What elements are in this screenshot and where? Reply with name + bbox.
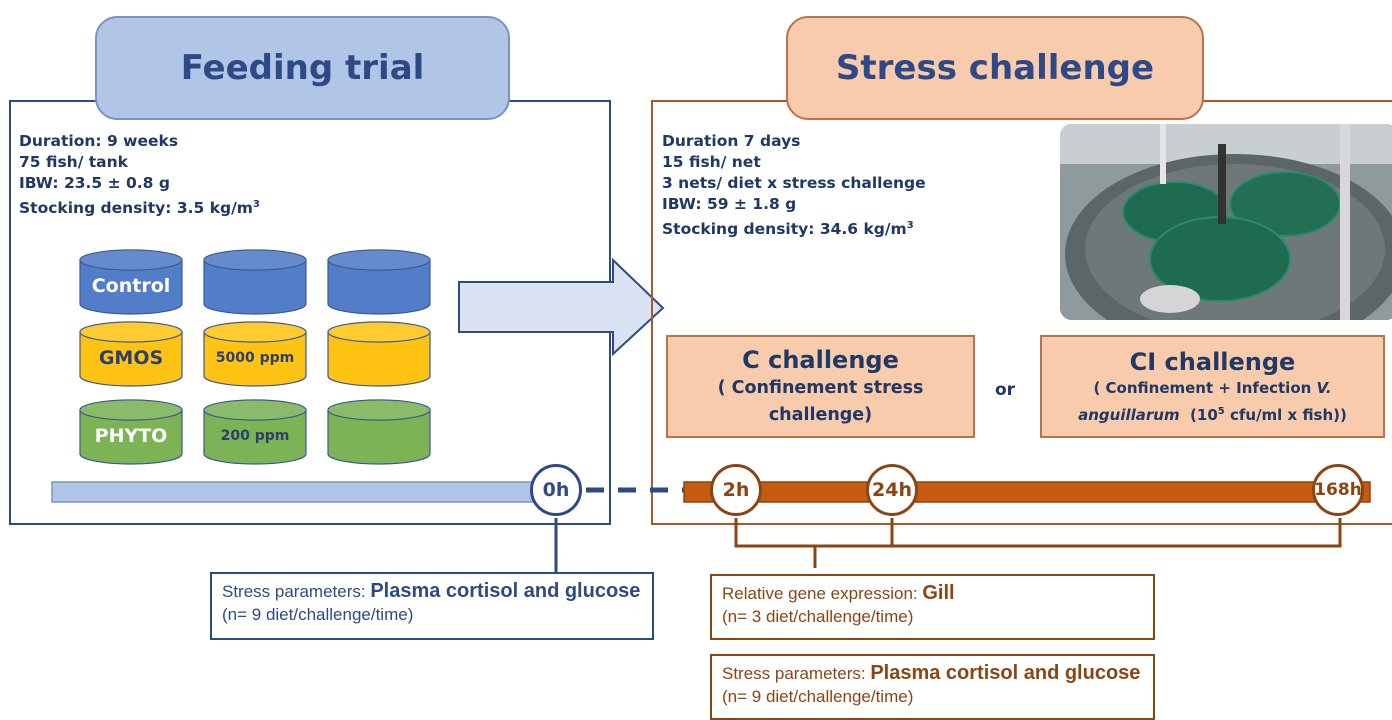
right-arrow-icon [458,258,665,357]
stress-challenge-header: Stress challenge [786,16,1204,120]
tank-0-1 [202,248,308,315]
tank-0-0: Control [78,248,184,315]
ci-challenge-title: CI challenge [1129,347,1296,376]
tank-2-2 [326,398,432,465]
ci-challenge-box: CI challenge ( Confinement + Infection V… [1040,335,1385,438]
or-label: or [995,380,1016,400]
tank-label: PHYTO [94,425,168,447]
feeding-ibw: IBW: 23.5 ± 0.8 g [19,174,170,192]
timepoint-24h: 24h [866,464,918,516]
feeding-fish-per-tank: 75 fish/ tank [19,153,128,171]
tank-1-1: 5000 ppm [202,320,308,387]
feeding-duration: Duration: 9 weeks [19,132,179,150]
c-challenge-box: C challenge ( Confinement stress challen… [666,335,975,438]
tank-label: GMOS [98,347,164,369]
ci-challenge-line2: anguillarum (105 cfu/ml x fish)) [1078,405,1347,424]
feeding-trial-title: Feeding trial [180,48,425,88]
tank-0-2 [326,248,432,315]
tank-2-0: PHYTO [78,398,184,465]
timepoint-0h: 0h [530,464,582,516]
feeding-trial-header: Feeding trial [95,16,510,120]
stress-duration: Duration 7 days [662,132,801,150]
tank-1-0: GMOS [78,320,184,387]
stress-fish-per-net: 15 fish/ net [662,153,761,171]
tank-1-2 [326,320,432,387]
stress-challenge-info: Duration 7 days 15 fish/ net 3 nets/ die… [662,131,926,240]
tank-2-1: 200 ppm [202,398,308,465]
stress-challenge-title: Stress challenge [835,48,1155,88]
ci-challenge-line1: ( Confinement + Infection V. [1093,378,1332,397]
c-challenge-title: C challenge [742,345,899,374]
timeline-lines [51,481,1371,572]
stress-nets: 3 nets/ diet x stress challenge [662,174,926,192]
feeding-stocking-density: Stocking density: 3.5 kg/m3 [19,199,260,218]
feeding-stress-parameters-box: Stress parameters: Plasma cortisol and g… [210,572,654,640]
timepoint-168h: 168h [1312,464,1364,516]
stress-stocking-density: Stocking density: 34.6 kg/m3 [662,220,914,239]
tank-label: 200 ppm [220,428,290,444]
tank-label: 5000 ppm [215,350,295,366]
gene-expression-box: Relative gene expression: Gill(n= 3 diet… [710,574,1155,640]
timepoint-2h: 2h [710,464,762,516]
challenge-stress-parameters-box: Stress parameters: Plasma cortisol and g… [710,654,1155,720]
tank-photo [1060,124,1392,320]
c-challenge-line2: challenge) [768,404,873,425]
c-challenge-line1: ( Confinement stress [717,377,924,398]
tank-label: Control [91,275,171,297]
feeding-trial-info: Duration: 9 weeks 75 fish/ tank IBW: 23.… [19,131,260,219]
stress-ibw: IBW: 59 ± 1.8 g [662,195,797,213]
